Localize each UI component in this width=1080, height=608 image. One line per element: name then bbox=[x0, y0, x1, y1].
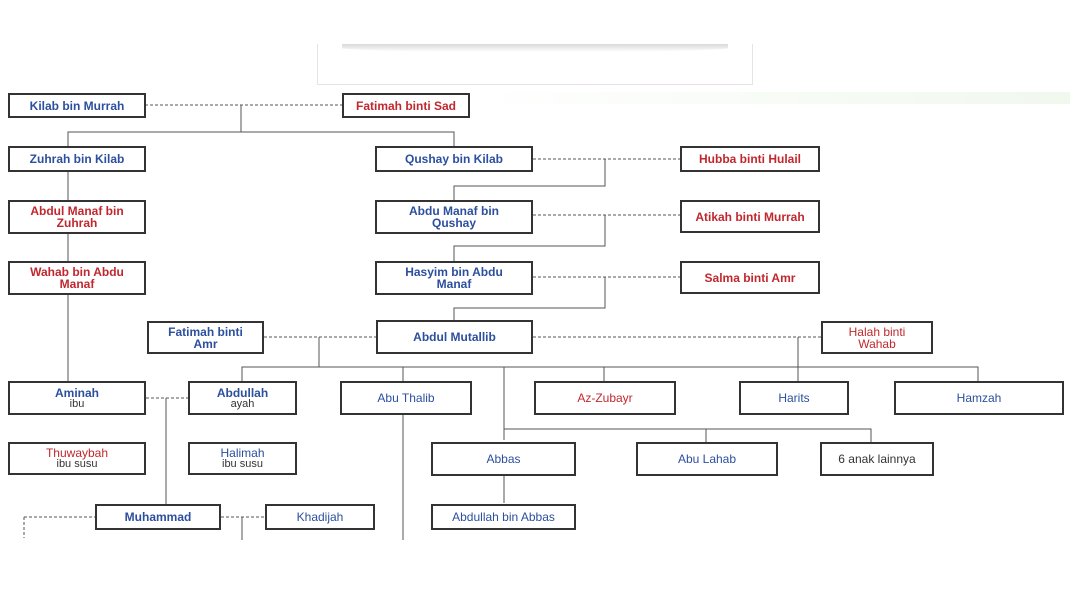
aminah-role: ibu bbox=[69, 397, 85, 410]
halimah-name: Halimah bbox=[220, 446, 265, 460]
node-abdullah: Abdullah ayah bbox=[188, 381, 297, 415]
node-hasyim-bin-abdu-manaf: Hasyim bin Abdu Manaf bbox=[375, 261, 533, 295]
node-az-zubayr: Az-Zubayr bbox=[534, 381, 676, 415]
node-six-more-children: 6 anak lainnya bbox=[820, 442, 934, 476]
node-abu-lahab: Abu Lahab bbox=[636, 442, 778, 476]
abdullah-role: ayah bbox=[230, 397, 255, 410]
node-salma-binti-amr: Salma binti Amr bbox=[680, 261, 820, 294]
node-abdul-manaf-bin-zuhrah: Abdul Manaf bin Zuhrah bbox=[8, 200, 146, 234]
top-panel-shadow bbox=[342, 44, 728, 52]
node-fatimah-binti-sad: Fatimah binti Sad bbox=[342, 93, 470, 118]
node-aminah: Aminah ibu bbox=[8, 381, 146, 415]
node-zuhrah-bin-kilab: Zuhrah bin Kilab bbox=[8, 146, 146, 172]
node-hamzah: Hamzah bbox=[894, 381, 1064, 415]
thuwaybah-role: ibu susu bbox=[56, 458, 98, 470]
node-abu-thalib: Abu Thalib bbox=[340, 381, 472, 415]
node-halimah: Halimah ibu susu bbox=[188, 442, 297, 475]
background-tint bbox=[470, 92, 1070, 104]
top-panel bbox=[317, 44, 753, 85]
aminah-name: Aminah bbox=[54, 385, 99, 400]
thuwaybah-name: Thuwaybah bbox=[45, 446, 109, 460]
node-qushay-bin-kilab: Qushay bin Kilab bbox=[375, 146, 533, 172]
node-abbas: Abbas bbox=[431, 442, 576, 476]
node-atikah-binti-murrah: Atikah binti Murrah bbox=[680, 200, 820, 233]
node-wahab-bin-abdu-manaf: Wahab bin Abdu Manaf bbox=[8, 261, 146, 295]
marriage-lines bbox=[23, 104, 822, 538]
node-hubba-binti-hulail: Hubba binti Hulail bbox=[680, 146, 820, 172]
abdullah-name: Abdullah bbox=[216, 385, 269, 400]
node-harits: Harits bbox=[739, 381, 849, 415]
node-kilab-bin-murrah: Kilab bin Murrah bbox=[8, 93, 146, 118]
node-muhammad: Muhammad bbox=[95, 504, 221, 530]
node-halah-binti-wahab: Halah binti Wahab bbox=[821, 321, 933, 354]
node-fatimah-binti-amr: Fatimah binti Amr bbox=[147, 321, 264, 354]
node-abdul-mutallib: Abdul Mutallib bbox=[376, 320, 533, 354]
node-khadijah: Khadijah bbox=[265, 504, 375, 530]
descent-lines bbox=[67, 105, 979, 540]
node-abdullah-bin-abbas: Abdullah bin Abbas bbox=[431, 504, 576, 530]
node-thuwaybah: Thuwaybah ibu susu bbox=[8, 442, 146, 475]
node-abdu-manaf-bin-qushay: Abdu Manaf bin Qushay bbox=[375, 200, 533, 234]
halimah-role: ibu susu bbox=[222, 458, 263, 470]
